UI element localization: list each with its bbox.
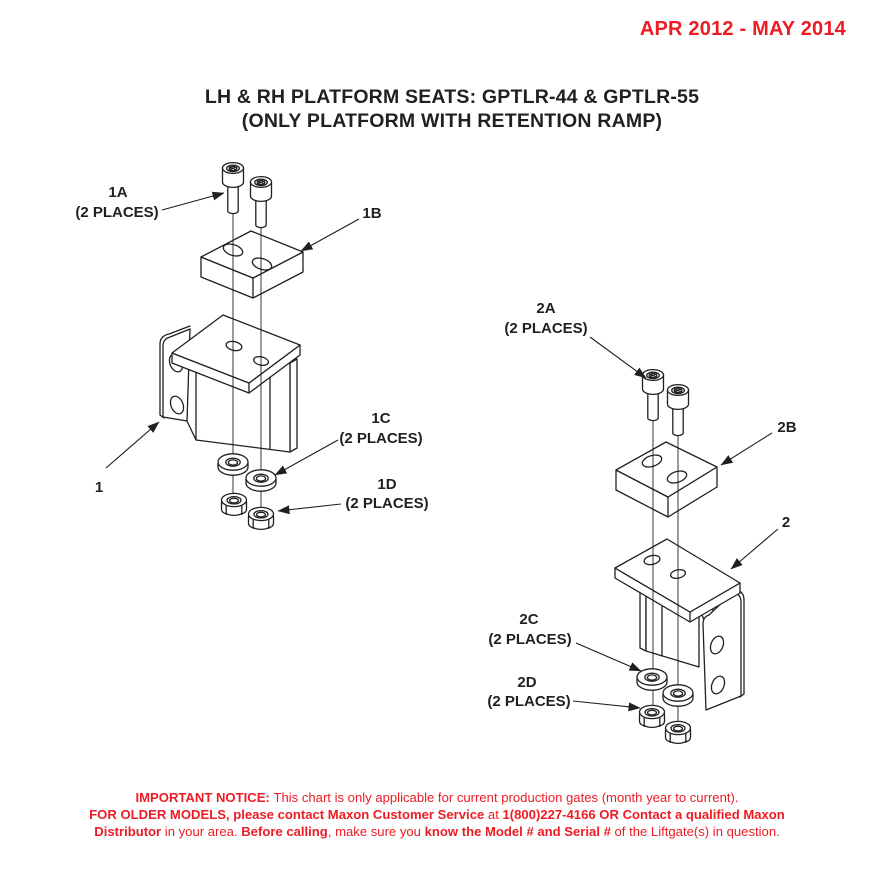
leader-1a xyxy=(161,191,225,211)
leader-2a xyxy=(589,336,647,379)
label-2d-qty: (2 PLACES) xyxy=(487,693,570,710)
washer-2c-2 xyxy=(662,684,694,707)
label-2: 2 xyxy=(782,514,790,531)
label-2a-qty: (2 PLACES) xyxy=(504,320,587,337)
nut-1d-1 xyxy=(220,492,248,517)
notice-line: Distributor in your area. Before calling… xyxy=(94,824,780,839)
label-1: 1 xyxy=(95,479,103,496)
label-2c-qty: (2 PLACES) xyxy=(488,631,571,648)
assembly-1: 1A (2 PLACES) 1B 1C (2 PLACES) 1D (2 PLA… xyxy=(75,161,429,531)
assembly-2: 2A (2 PLACES) 2B 2C (2 PLACES) 2D (2 PLA… xyxy=(487,300,797,745)
screw-1a-1 xyxy=(221,161,245,215)
screw-1a-2 xyxy=(249,175,273,229)
leader-2c xyxy=(575,642,642,672)
label-1b: 1B xyxy=(362,205,381,222)
leader-1 xyxy=(105,421,160,469)
leader-1c xyxy=(274,439,339,476)
notice-line: FOR OLDER MODELS, please contact Maxon C… xyxy=(89,807,785,822)
label-1a: 1A xyxy=(108,184,127,201)
label-2d: 2D xyxy=(517,674,536,691)
label-2b: 2B xyxy=(777,419,796,436)
nut-2d-1 xyxy=(638,704,666,729)
label-1d: 1D xyxy=(377,476,396,493)
nut-2d-2 xyxy=(664,720,692,745)
bracket-2 xyxy=(614,538,745,711)
label-2c: 2C xyxy=(519,611,538,628)
label-1a-qty: (2 PLACES) xyxy=(75,204,158,221)
label-1d-qty: (2 PLACES) xyxy=(345,495,428,512)
notice-line: IMPORTANT NOTICE: This chart is only app… xyxy=(135,790,739,805)
plate-1b xyxy=(200,230,304,299)
leader-1b xyxy=(300,218,360,252)
date-range: APR 2012 - MAY 2014 xyxy=(639,18,846,40)
washer-1c-1 xyxy=(217,453,249,476)
page-title-line1: LH & RH PLATFORM SEATS: GPTLR-44 & GPTLR… xyxy=(204,86,700,108)
bracket-1 xyxy=(159,314,301,453)
leader-2d xyxy=(572,700,641,712)
leader-2 xyxy=(730,528,779,570)
nut-1d-2 xyxy=(247,506,275,531)
leader-1d xyxy=(277,503,342,515)
label-1c: 1C xyxy=(371,410,390,427)
label-1c-qty: (2 PLACES) xyxy=(339,430,422,447)
important-notice: IMPORTANT NOTICE: This chart is only app… xyxy=(0,789,874,840)
label-2a: 2A xyxy=(536,300,555,317)
leader-2b xyxy=(720,432,773,466)
washer-2c-1 xyxy=(636,668,668,691)
screw-2a-2 xyxy=(666,383,690,437)
plate-2b xyxy=(615,441,718,518)
washer-1c-2 xyxy=(245,469,277,492)
page-title-line2: (ONLY PLATFORM WITH RETENTION RAMP) xyxy=(241,110,663,132)
page-title: LH & RH PLATFORM SEATS: GPTLR-44 & GPTLR… xyxy=(30,85,874,133)
